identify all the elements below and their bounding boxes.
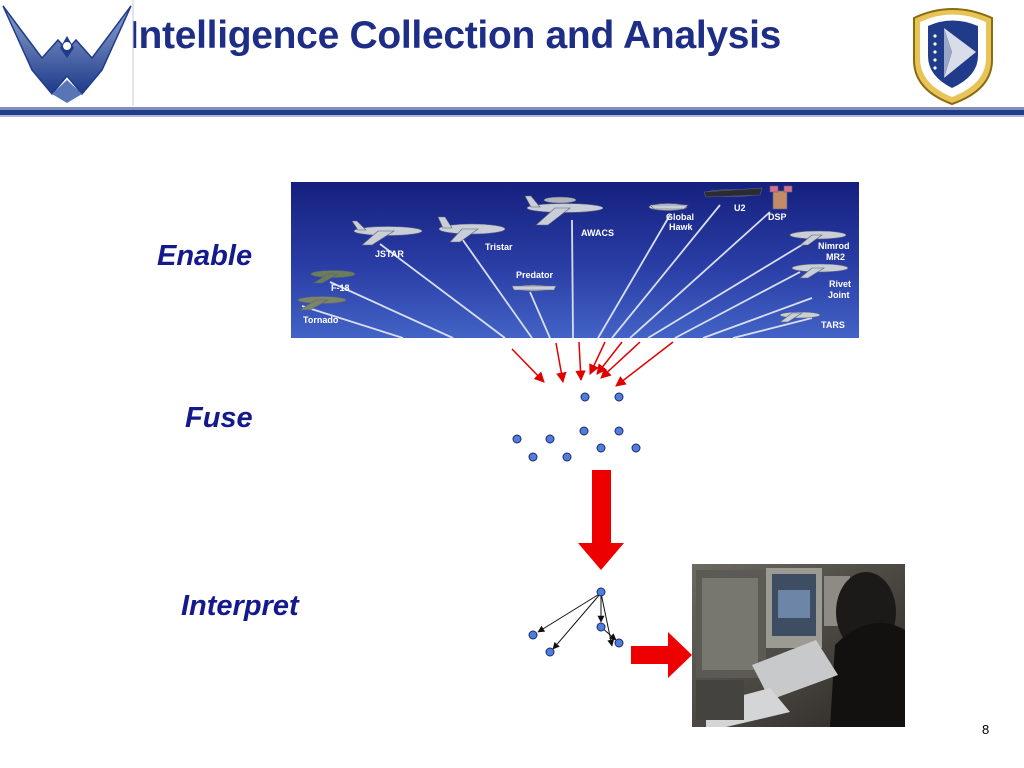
tars-aircraft-icon: [779, 311, 821, 323]
fuse-node: [579, 426, 589, 436]
u2-aircraft-icon: [703, 187, 763, 198]
convergence-arrows: [511, 341, 674, 387]
slide-title: Intelligence Collection and Analysis: [128, 14, 782, 57]
fuse-node: [545, 434, 555, 444]
interpret-to-analyst-arrow: [631, 632, 692, 678]
interpret-tree-nodes: [528, 587, 624, 657]
platform-label-awacs: AWACS: [581, 228, 614, 238]
fuse-node: [562, 452, 572, 462]
tree-edge: [537, 592, 602, 633]
fuse-node: [512, 434, 522, 444]
fuse-node: [631, 443, 641, 453]
red-arrow: [615, 341, 674, 387]
fuse-node: [614, 392, 624, 402]
platform-label-nimrod-1: Nimrod: [818, 241, 850, 251]
tree-node: [596, 622, 606, 632]
platform-label-nimrod-2: MR2: [826, 252, 845, 262]
afrl-shield-logo-icon: [913, 8, 993, 106]
platform-label-tornado: Tornado: [303, 315, 339, 325]
red-arrow: [555, 342, 567, 384]
platform-label-tristar: Tristar: [485, 242, 513, 252]
tristar-aircraft-icon: [437, 216, 506, 243]
red-arrow: [511, 348, 545, 383]
fuse-node: [614, 426, 624, 436]
nimrod-aircraft-icon: [789, 230, 847, 246]
platform-label-dsp: DSP: [768, 212, 787, 222]
isr-platforms-panel: JSTAR Tristar AWACS Global Hawk U2 DSP N…: [291, 182, 859, 339]
tree-edge: [552, 592, 602, 650]
fuse-node: [528, 452, 538, 462]
stage-label-fuse: Fuse: [185, 402, 253, 434]
interpret-tree-edges: [537, 592, 617, 650]
platform-label-u2: U2: [734, 203, 746, 213]
stage-label-enable: Enable: [157, 240, 253, 272]
platform-label-global-hawk-1: Global: [666, 212, 694, 222]
tree-node: [528, 630, 538, 640]
red-arrow: [600, 341, 641, 379]
platform-label-rivet-2: Joint: [828, 290, 850, 300]
rivet-joint-aircraft-icon: [791, 263, 849, 279]
page-number: 8: [982, 722, 990, 737]
platform-label-predator: Predator: [516, 270, 554, 280]
platform-label-tars: TARS: [821, 320, 845, 330]
air-force-wings-logo-icon: [0, 0, 134, 106]
platform-label-rivet-1: Rivet: [829, 279, 851, 289]
red-arrow: [575, 341, 586, 382]
f18-aircraft-icon: [310, 270, 356, 284]
tree-node: [614, 638, 624, 648]
platform-label-f18: F-18: [331, 283, 350, 293]
analyst-workstation-photo: [692, 564, 905, 727]
tornado-aircraft-icon: [297, 296, 347, 311]
fuse-to-interpret-arrow: [578, 470, 624, 570]
tree-edge: [600, 592, 615, 647]
dsp-satellite-icon: [769, 185, 793, 210]
tree-node: [596, 587, 606, 597]
tree-node: [545, 647, 555, 657]
platform-label-jstar: JSTAR: [375, 249, 404, 259]
platform-label-global-hawk-2: Hawk: [669, 222, 694, 232]
global-hawk-aircraft-icon: [648, 203, 689, 211]
predator-aircraft-icon: [511, 284, 557, 292]
awacs-aircraft-icon: [524, 195, 604, 226]
header-rule: [0, 107, 1024, 117]
fuse-node: [580, 392, 590, 402]
red-arrow: [589, 341, 606, 375]
fuse-node-cluster: [512, 392, 641, 462]
fuse-node: [596, 443, 606, 453]
jstar-aircraft-icon: [351, 220, 423, 246]
stage-label-interpret: Interpret: [181, 590, 299, 622]
sensor-beams: [301, 204, 813, 339]
